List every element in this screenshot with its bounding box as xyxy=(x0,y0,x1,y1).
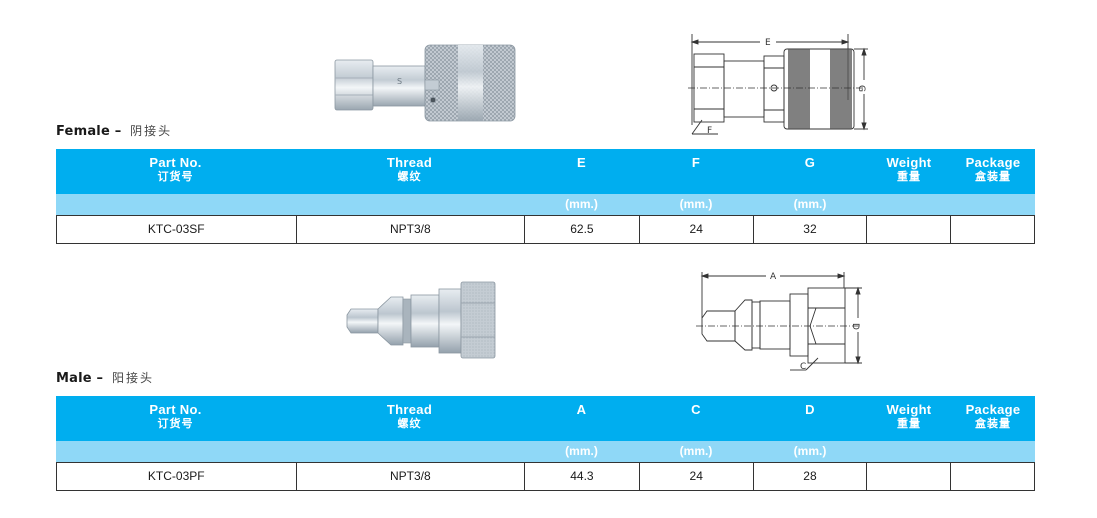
header-c: C xyxy=(691,402,701,417)
units-band: (mm.) (mm.) (mm.) xyxy=(56,194,1035,215)
svg-text:S: S xyxy=(397,77,402,86)
cell-weight xyxy=(866,216,950,243)
cell-thread: NPT3/8 xyxy=(295,216,525,243)
cell-part-no: KTC-03PF xyxy=(147,469,205,483)
table-row: KTC-03SF NPT3/8 62.5 24 32 xyxy=(56,215,1035,244)
header-part-no: Part No.订货号 xyxy=(149,155,202,184)
header-a: A xyxy=(576,402,587,417)
cell-d: 28 xyxy=(752,463,867,490)
section-title-cn: 阳接头 xyxy=(111,371,154,385)
male-coupler-drawing: A C D xyxy=(696,272,862,372)
units-band: (mm.) (mm.) (mm.) xyxy=(56,441,1035,462)
dimension-label-e: E xyxy=(765,38,771,48)
unit-e: (mm.) xyxy=(565,197,598,211)
cell-c: 24 xyxy=(638,463,753,490)
dimension-label-d: D xyxy=(850,323,860,330)
cell-weight xyxy=(866,463,950,490)
cell-g: 32 xyxy=(752,216,867,243)
cell-package xyxy=(950,463,1034,490)
cell-part-no: KTC-03SF xyxy=(147,222,205,236)
header-part-no: Part No.订货号 xyxy=(149,402,202,431)
female-coupler-drawing: E F G xyxy=(688,34,868,136)
header-d: D xyxy=(805,402,815,417)
unit-d: (mm.) xyxy=(793,444,827,458)
header-g: G xyxy=(804,155,816,170)
header-f: F xyxy=(691,155,701,170)
dimension-label-g: G xyxy=(856,85,866,92)
unit-f: (mm.) xyxy=(679,197,713,211)
cell-f: 24 xyxy=(638,216,753,243)
dimension-label-c: C xyxy=(800,362,806,372)
section-title-en: Male – xyxy=(56,371,104,386)
unit-g: (mm.) xyxy=(793,197,827,211)
unit-a: (mm.) xyxy=(565,444,598,458)
dimension-label-f: F xyxy=(707,126,712,136)
dimension-label-a: A xyxy=(770,272,777,282)
male-coupler-photo xyxy=(346,281,496,359)
section-title-female: Female – 阴接头 xyxy=(56,122,172,139)
header-e: E xyxy=(577,155,586,170)
cell-e: 62.5 xyxy=(524,216,639,243)
cell-a: 44.3 xyxy=(524,463,639,490)
female-coupler-photo: S xyxy=(334,44,516,122)
cell-package xyxy=(950,216,1034,243)
table-row: KTC-03PF NPT3/8 44.3 24 28 xyxy=(56,462,1035,491)
unit-c: (mm.) xyxy=(679,444,713,458)
section-title-en: Female – xyxy=(56,124,122,139)
cell-thread: NPT3/8 xyxy=(295,463,525,490)
section-title-cn: 阴接头 xyxy=(130,124,173,138)
section-title-male: Male – 阳接头 xyxy=(56,369,154,386)
